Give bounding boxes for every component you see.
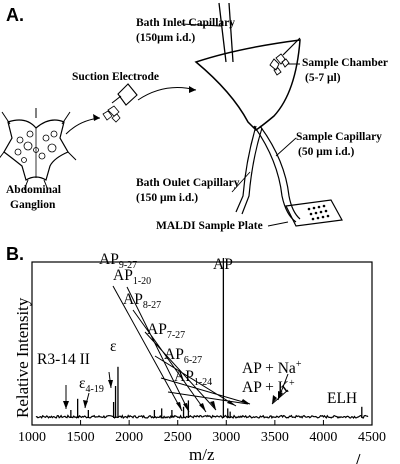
peak-label-ap-na: AP + Na+ bbox=[242, 359, 302, 378]
label-maldi-plate: MALDI Sample Plate bbox=[156, 220, 263, 232]
x-tick-label: 4500 bbox=[358, 430, 386, 445]
panel-a-label: A. bbox=[6, 5, 24, 25]
x-tick-label: 4000 bbox=[309, 430, 338, 445]
peak-label-epsilon: ε bbox=[110, 338, 117, 355]
label-bath-inlet: Bath Inlet Capillary bbox=[136, 17, 236, 29]
maldi-sample-plate bbox=[285, 199, 343, 227]
label-bath-inlet-dim: (150μm i.d.) bbox=[136, 32, 196, 44]
peak-label-ap-1-24: AP1-24 bbox=[174, 368, 213, 389]
peak-label-epsilon-4-19: ε4-19 bbox=[79, 375, 104, 396]
label-sample-capillary: Sample Capillary bbox=[296, 131, 382, 143]
abdominal-ganglion bbox=[0, 108, 77, 191]
plot-frame bbox=[31, 261, 373, 426]
peak-label-ap-8-27: AP8-27 bbox=[123, 291, 162, 312]
x-tick-label: 2000 bbox=[115, 430, 144, 445]
x-axis-label: m/z bbox=[189, 445, 215, 464]
sample-capillary bbox=[253, 125, 301, 223]
label-sample-capillary-dim: (50 μm i.d.) bbox=[298, 146, 355, 158]
peak-label-elh: ELH bbox=[327, 390, 358, 407]
suction-electrode bbox=[102, 83, 138, 123]
peak-label-ap-9-27: AP9-27 bbox=[99, 251, 138, 272]
arrowheads bbox=[63, 380, 283, 412]
spectrum-axes bbox=[31, 261, 373, 426]
arrow-electrode-to-chamber bbox=[137, 87, 197, 101]
peak-label-ap-7-27: AP7-27 bbox=[147, 321, 186, 342]
x-tick-label: 2500 bbox=[163, 430, 192, 445]
label-bath-outlet-dim: (150 μm i.d.) bbox=[136, 192, 199, 204]
label-ganglion: Ganglion bbox=[10, 199, 56, 211]
x-tick-label: 1000 bbox=[18, 430, 46, 445]
panel-b-label: B. bbox=[6, 244, 24, 264]
label-suction-electrode: Suction Electrode bbox=[72, 71, 159, 83]
sample-chamber bbox=[194, 39, 301, 131]
x-tick-label: 1500 bbox=[66, 430, 95, 445]
peak-label-r3-14: R3-14 II bbox=[37, 351, 90, 368]
peak-label-ap-1-20: AP1-20 bbox=[113, 267, 152, 288]
panel-a-diagram bbox=[0, 2, 343, 227]
x-ticks bbox=[31, 420, 373, 425]
tissue-sample bbox=[269, 37, 301, 76]
x-tick-label: 3000 bbox=[212, 430, 241, 445]
peak-label-ap-6-27: AP6-27 bbox=[164, 346, 203, 367]
x-tick-label: 3500 bbox=[260, 430, 289, 445]
label-abdominal: Abdominal bbox=[6, 184, 61, 196]
peak-label-ap: AP bbox=[213, 256, 233, 273]
peak-label-ap-k: AP + K+ bbox=[242, 378, 295, 397]
label-sample-chamber-vol: (5-7 μl) bbox=[305, 72, 341, 84]
spectrum-peaks bbox=[70, 258, 363, 418]
label-sample-chamber: Sample Chamber bbox=[302, 57, 388, 69]
maldi-wells bbox=[307, 204, 330, 221]
bath-outlet-capillary bbox=[235, 125, 263, 215]
spectrum-baseline bbox=[35, 414, 369, 420]
y-axis-label: Relative Intensity bbox=[13, 297, 32, 418]
label-bath-outlet: Bath Oulet Capillary bbox=[136, 177, 240, 189]
